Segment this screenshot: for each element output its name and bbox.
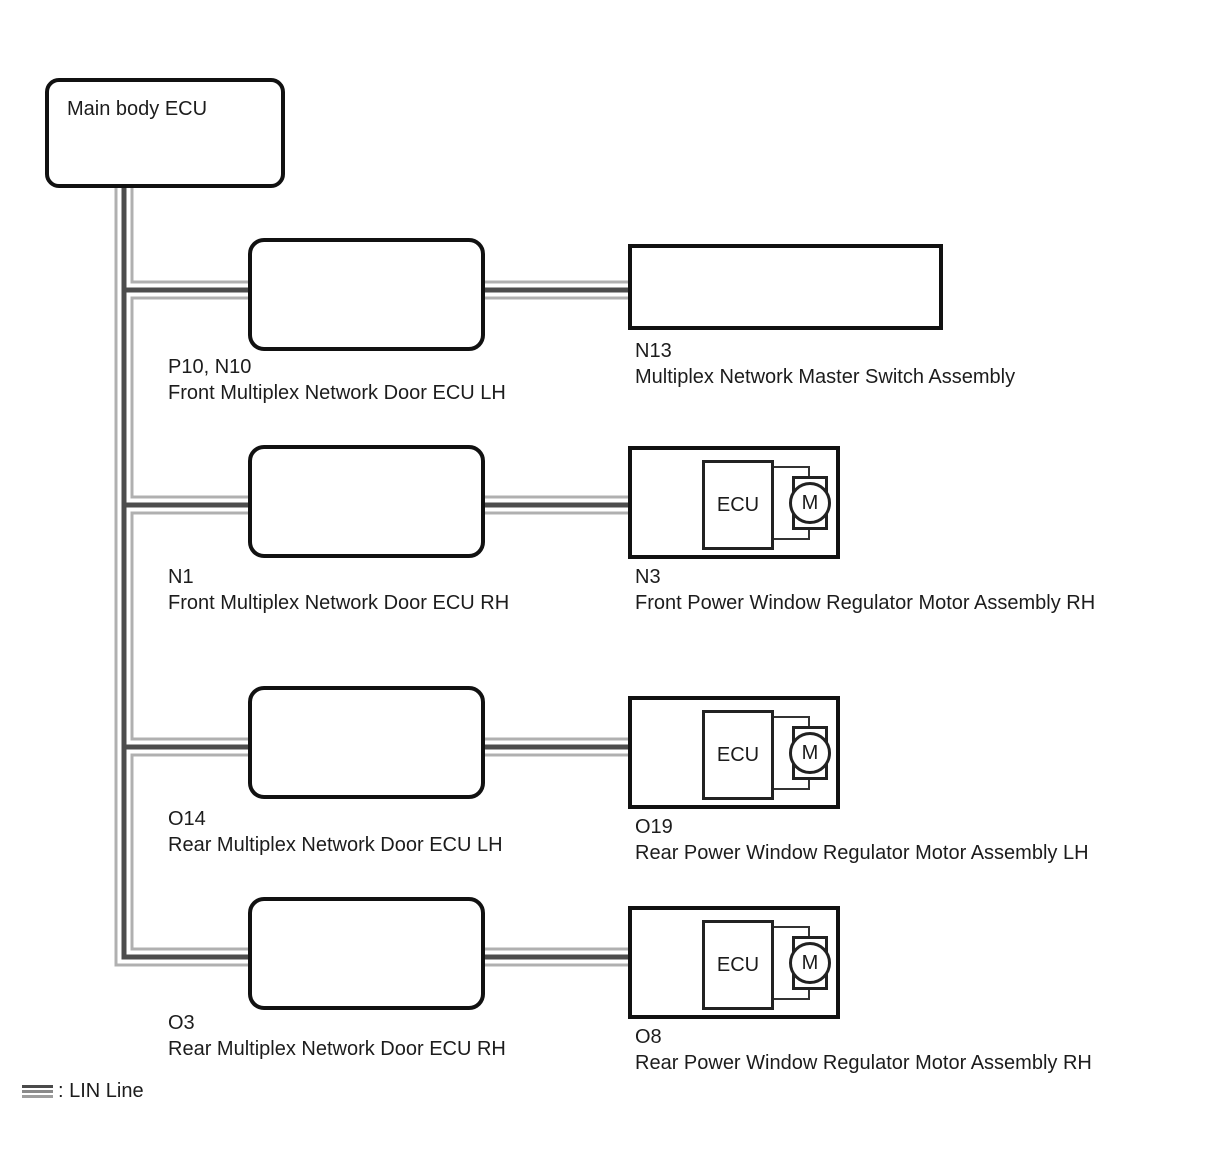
master-switch-box (628, 244, 943, 330)
component-name: Rear Power Window Regulator Motor Assemb… (635, 842, 1089, 864)
door-ecu-box-rear-rh (248, 897, 485, 1010)
main-body-ecu-box: Main body ECU (45, 78, 285, 188)
component-code: O19 (635, 816, 673, 838)
door-ecu-box-front-lh (248, 238, 485, 351)
inner-ecu-block: ECU (702, 710, 774, 800)
inner-ecu-label: ECU (716, 953, 760, 976)
lin-line-icon (22, 1085, 53, 1098)
component-code: N1 (168, 566, 194, 588)
motor-symbol: M (789, 942, 831, 984)
inner-ecu-block: ECU (702, 920, 774, 1010)
component-code: N13 (635, 340, 672, 362)
door-ecu-box-rear-lh (248, 686, 485, 799)
motor-assembly-box-rear-rh: ECU M (628, 906, 840, 1019)
label-door-ecu-front-rh: N1 Front Multiplex Network Door ECU RH (168, 564, 509, 616)
component-name: Front Power Window Regulator Motor Assem… (635, 592, 1096, 614)
inner-ecu-label: ECU (716, 493, 760, 516)
component-code: O3 (168, 1012, 195, 1034)
motor-symbol: M (789, 732, 831, 774)
component-name: Front Multiplex Network Door ECU LH (168, 382, 506, 404)
component-code: P10, N10 (168, 356, 252, 378)
label-door-ecu-front-lh: P10, N10 Front Multiplex Network Door EC… (168, 354, 506, 406)
lin-stripe-core (121, 182, 632, 960)
motor-symbol-label: M (801, 951, 819, 974)
component-name: Multiplex Network Master Switch Assembly (635, 366, 1016, 388)
motor-assembly-box-rear-lh: ECU M (628, 696, 840, 809)
label-door-ecu-rear-rh: O3 Rear Multiplex Network Door ECU RH (168, 1010, 506, 1062)
label-motor-front-rh: N3 Front Power Window Regulator Motor As… (635, 564, 1095, 616)
component-code: O14 (168, 808, 206, 830)
component-name: Rear Multiplex Network Door ECU RH (168, 1038, 506, 1060)
door-ecu-box-front-rh (248, 445, 485, 558)
label-master-switch: N13 Multiplex Network Master Switch Asse… (635, 338, 1015, 390)
main-body-ecu-label: Main body ECU (67, 98, 208, 120)
label-motor-rear-rh: O8 Rear Power Window Regulator Motor Ass… (635, 1024, 1092, 1076)
motor-assembly-box-front-rh: ECU M (628, 446, 840, 559)
motor-symbol: M (789, 482, 831, 524)
component-name: Rear Power Window Regulator Motor Assemb… (635, 1052, 1092, 1074)
legend: : LIN Line (22, 1080, 144, 1103)
component-name: Rear Multiplex Network Door ECU LH (168, 834, 503, 856)
label-door-ecu-rear-lh: O14 Rear Multiplex Network Door ECU LH (168, 806, 503, 858)
inner-ecu-block: ECU (702, 460, 774, 550)
component-name: Front Multiplex Network Door ECU RH (168, 592, 510, 614)
component-code: O8 (635, 1026, 662, 1048)
motor-symbol-label: M (801, 741, 819, 764)
motor-symbol-label: M (801, 491, 819, 514)
label-motor-rear-lh: O19 Rear Power Window Regulator Motor As… (635, 814, 1089, 866)
legend-label: : LIN Line (58, 1080, 144, 1102)
component-code: N3 (635, 566, 661, 588)
inner-ecu-label: ECU (716, 743, 760, 766)
